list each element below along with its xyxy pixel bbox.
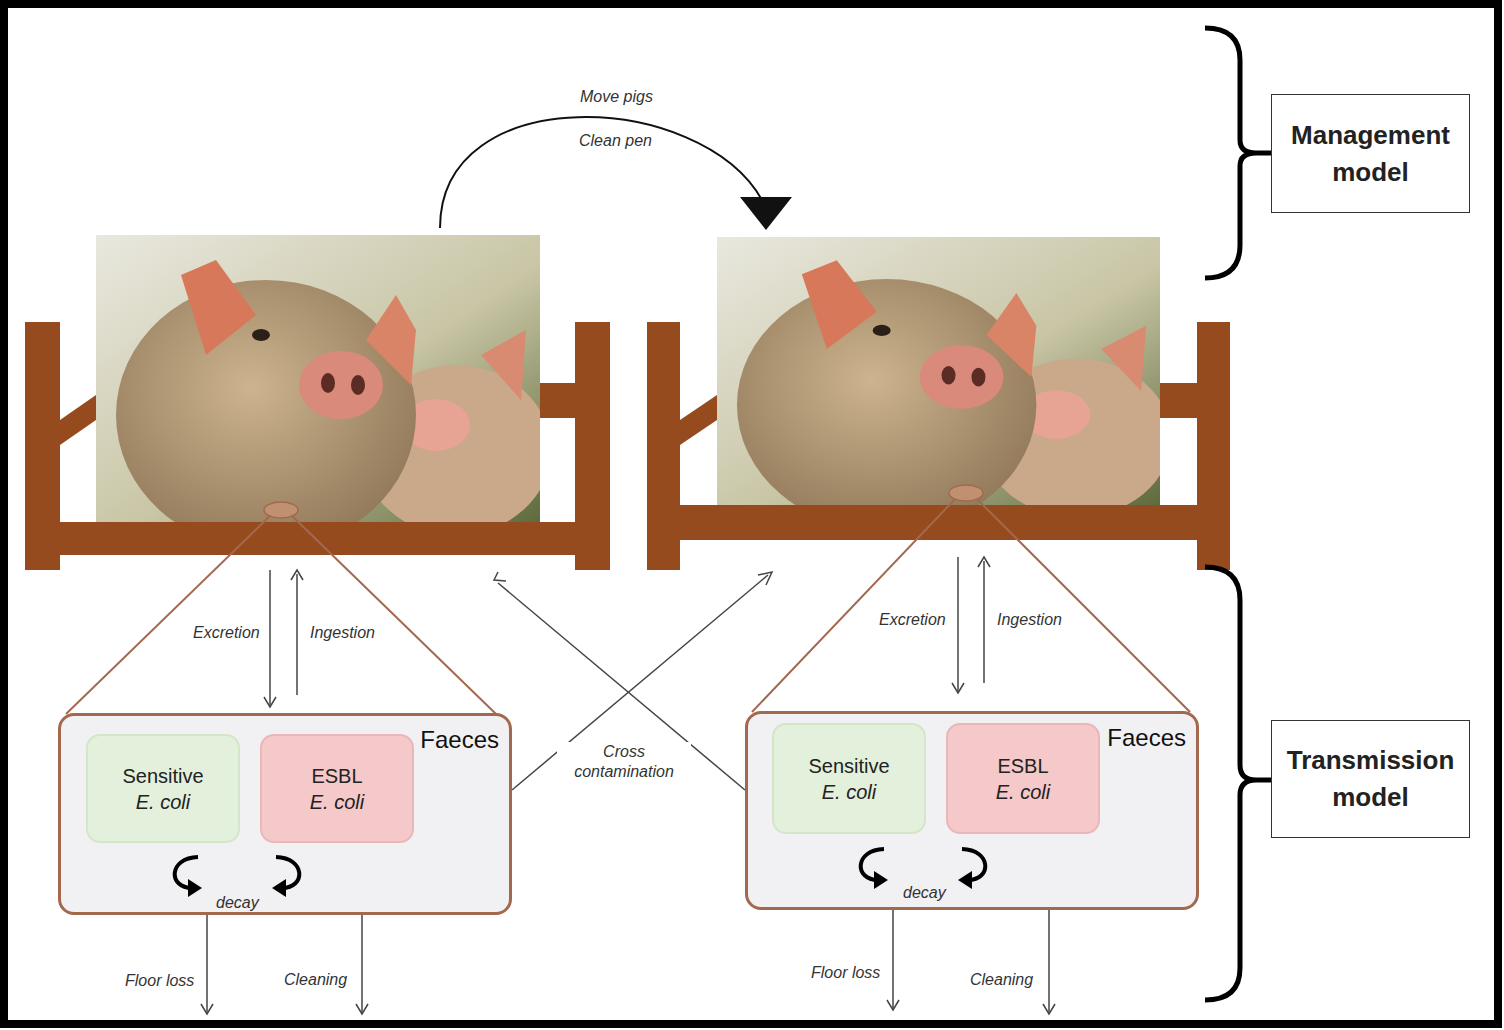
pen-fence — [25, 322, 610, 570]
box-heading: Faeces — [1107, 724, 1186, 752]
box-text: ESBL E. coli — [310, 763, 364, 815]
bacteria-box: Sensitive E. coli — [86, 734, 240, 843]
flow-label: decay — [216, 893, 259, 913]
box-text: ESBL E. coli — [996, 753, 1050, 805]
model-box: Transmission model — [1271, 720, 1470, 838]
bacteria-box: ESBL E. coli — [946, 723, 1100, 834]
bacteria-box: ESBL E. coli — [260, 734, 414, 843]
flow-label: Clean pen — [579, 131, 652, 151]
flow-label: Cleaning — [284, 970, 347, 990]
flow-label: Floor loss — [125, 971, 194, 991]
pig-photo — [717, 237, 1171, 531]
pig-photo — [96, 235, 551, 550]
box-text: Sensitive E. coli — [122, 763, 203, 815]
flow-label: Cleaning — [970, 970, 1033, 990]
zoom-leader — [66, 497, 1190, 714]
flow-label: Floor loss — [811, 963, 880, 983]
faeces-box: FaecesSensitive E. coli ESBL E. coli — [58, 713, 512, 915]
box-text: Transmission model — [1280, 742, 1461, 816]
bacteria-box: Sensitive E. coli — [772, 723, 926, 834]
faeces-box: FaecesSensitive E. coli ESBL E. coli — [745, 711, 1199, 910]
flow-label: Excretion — [193, 623, 260, 643]
pen-fence — [647, 322, 1230, 570]
flow-label: Ingestion — [997, 610, 1062, 630]
flow-label: Move pigs — [580, 87, 653, 107]
model-box: Management model — [1271, 94, 1470, 213]
box-text: Management model — [1280, 117, 1461, 191]
flow-label: decay — [903, 883, 946, 903]
bracket — [1205, 28, 1271, 1000]
box-heading: Faeces — [420, 726, 499, 754]
flow-label: Cross contamination — [557, 742, 691, 782]
flow-label: Excretion — [879, 610, 946, 630]
move-arrow — [440, 117, 762, 228]
flow-label: Ingestion — [310, 623, 375, 643]
box-text: Sensitive E. coli — [808, 753, 889, 805]
